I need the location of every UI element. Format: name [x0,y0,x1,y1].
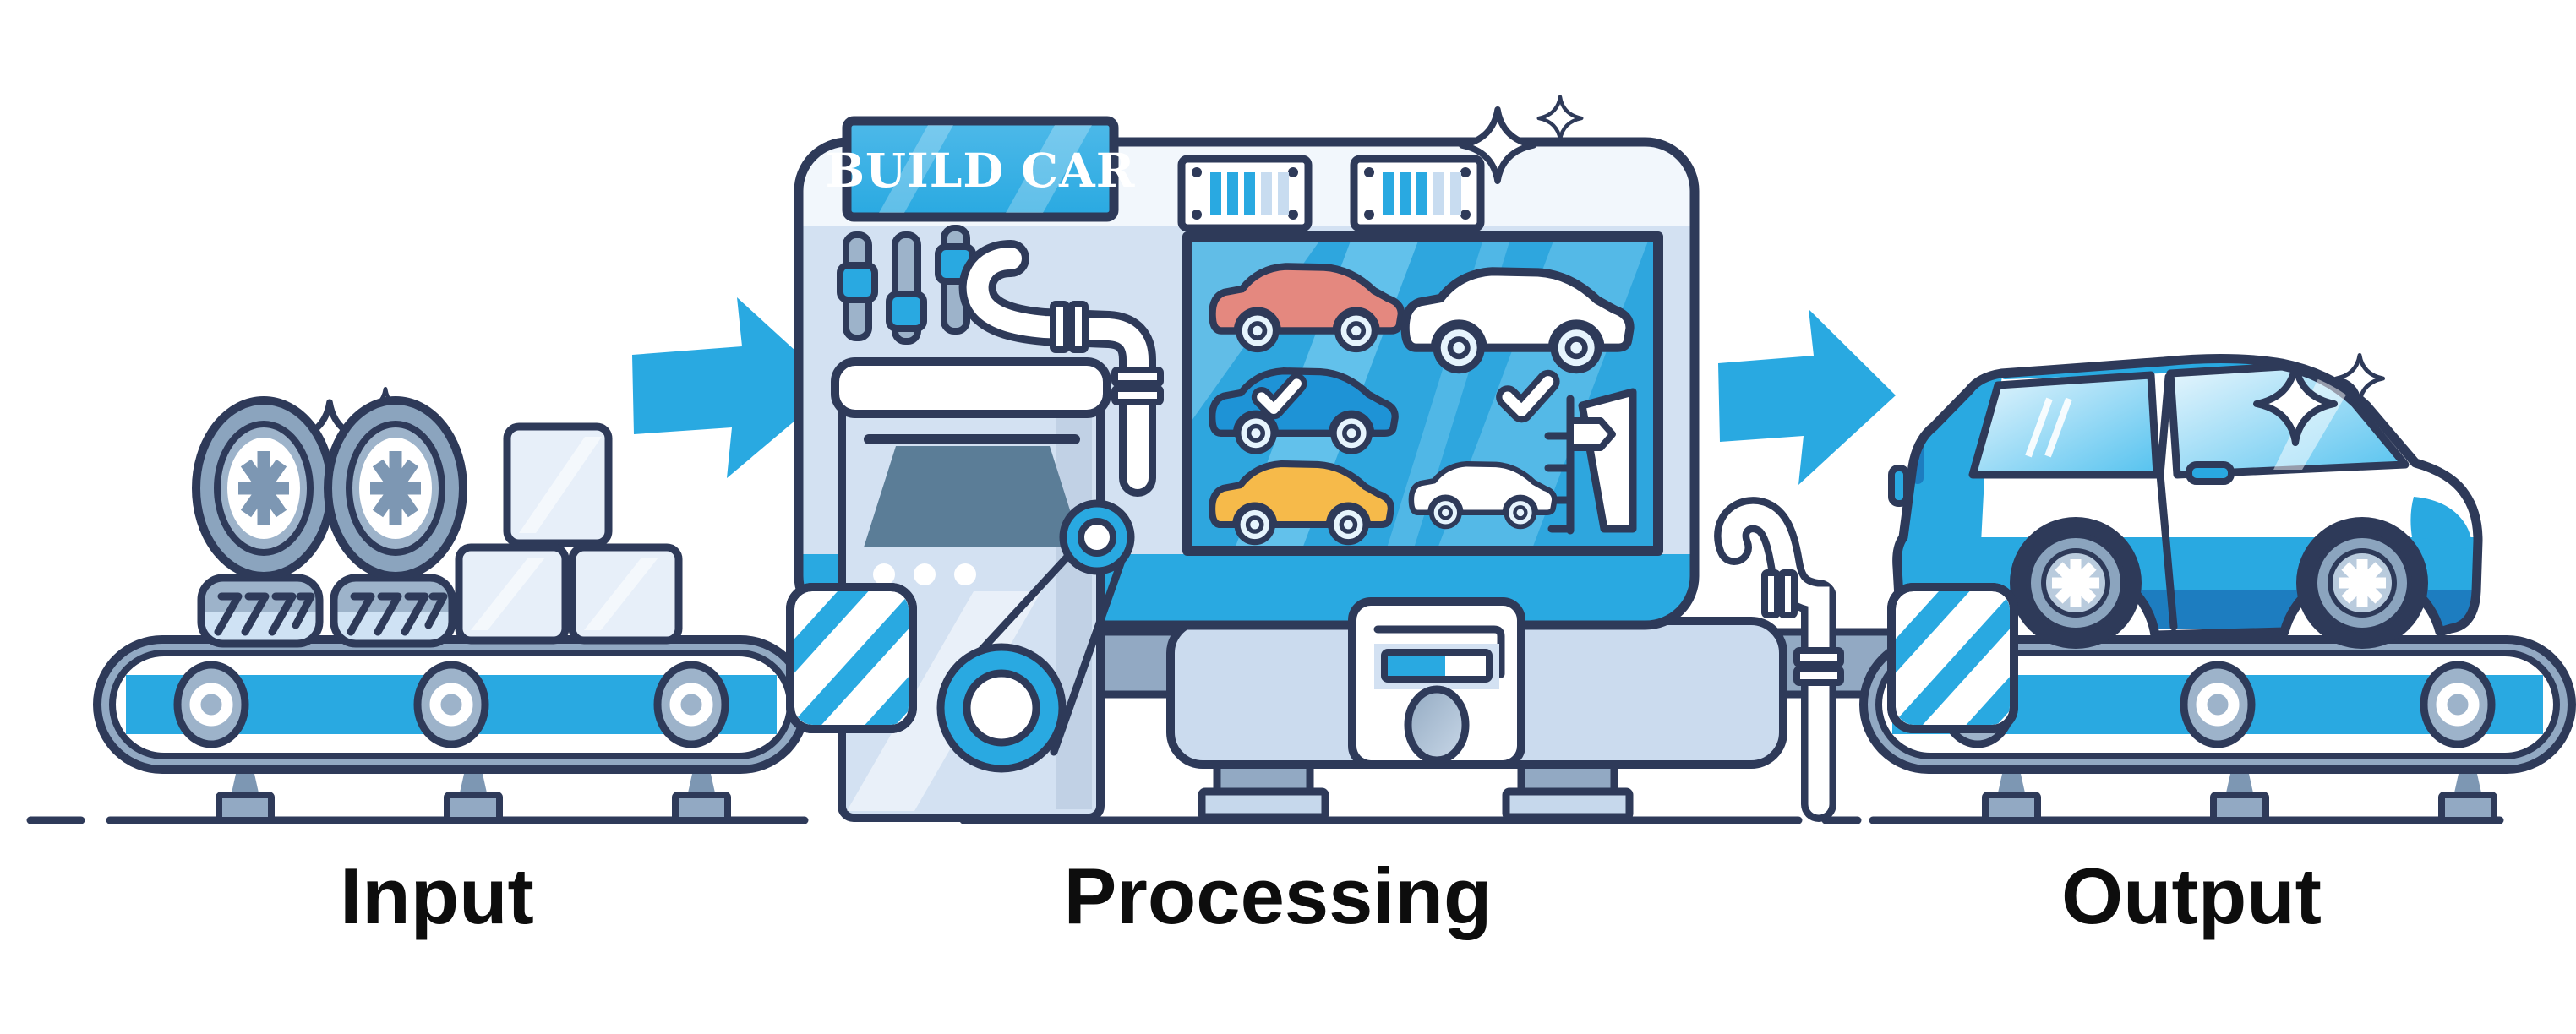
measure-ruler-icon [1544,388,1637,535]
car-door-line [2156,373,2178,631]
car-wheel [2296,517,2428,649]
tread-tire [197,574,324,648]
input-conveyor [97,639,805,820]
machine-pipe-left [958,240,1164,497]
section-label-output: Output [2061,852,2322,940]
slider-controls [837,225,976,345]
flow-arrow-processing-to-output [1718,309,1896,485]
car-wheel [2010,517,2142,649]
processing-machine: BUILD CAR [794,97,1950,822]
flow-arrow-input-to-processing [632,297,835,478]
slider-handle [886,291,927,332]
terminal-progress-bar [1388,656,1445,676]
section-label-input: Input [340,852,534,940]
input-section [97,389,805,820]
slider-handle [837,262,878,303]
barcode-plate [1182,159,1308,228]
machine-feet [1198,756,1634,821]
control-terminal [1348,597,1525,769]
supply-boxes [455,422,683,645]
terminal-button [1404,685,1470,765]
config-screen [1182,231,1663,556]
barcode-plate [1354,159,1481,228]
output-section [1864,355,2572,820]
stacked-tire [192,396,336,580]
stacked-tire [324,396,467,580]
finished-car [1888,353,2483,649]
section-label-processing: Processing [1064,852,1493,940]
car-door-handle [2186,461,2235,485]
tread-tire [330,574,456,648]
build-car-sign: BUILD CAR [826,116,1136,222]
tower-opening [864,446,1082,547]
car-rear-accent [2410,497,2472,551]
machine-pipe-right [1714,497,1844,822]
sparkle-icon [1539,97,1582,140]
pulley-belt [936,499,1135,773]
build-car-sign-text: BUILD CAR [826,143,1136,198]
